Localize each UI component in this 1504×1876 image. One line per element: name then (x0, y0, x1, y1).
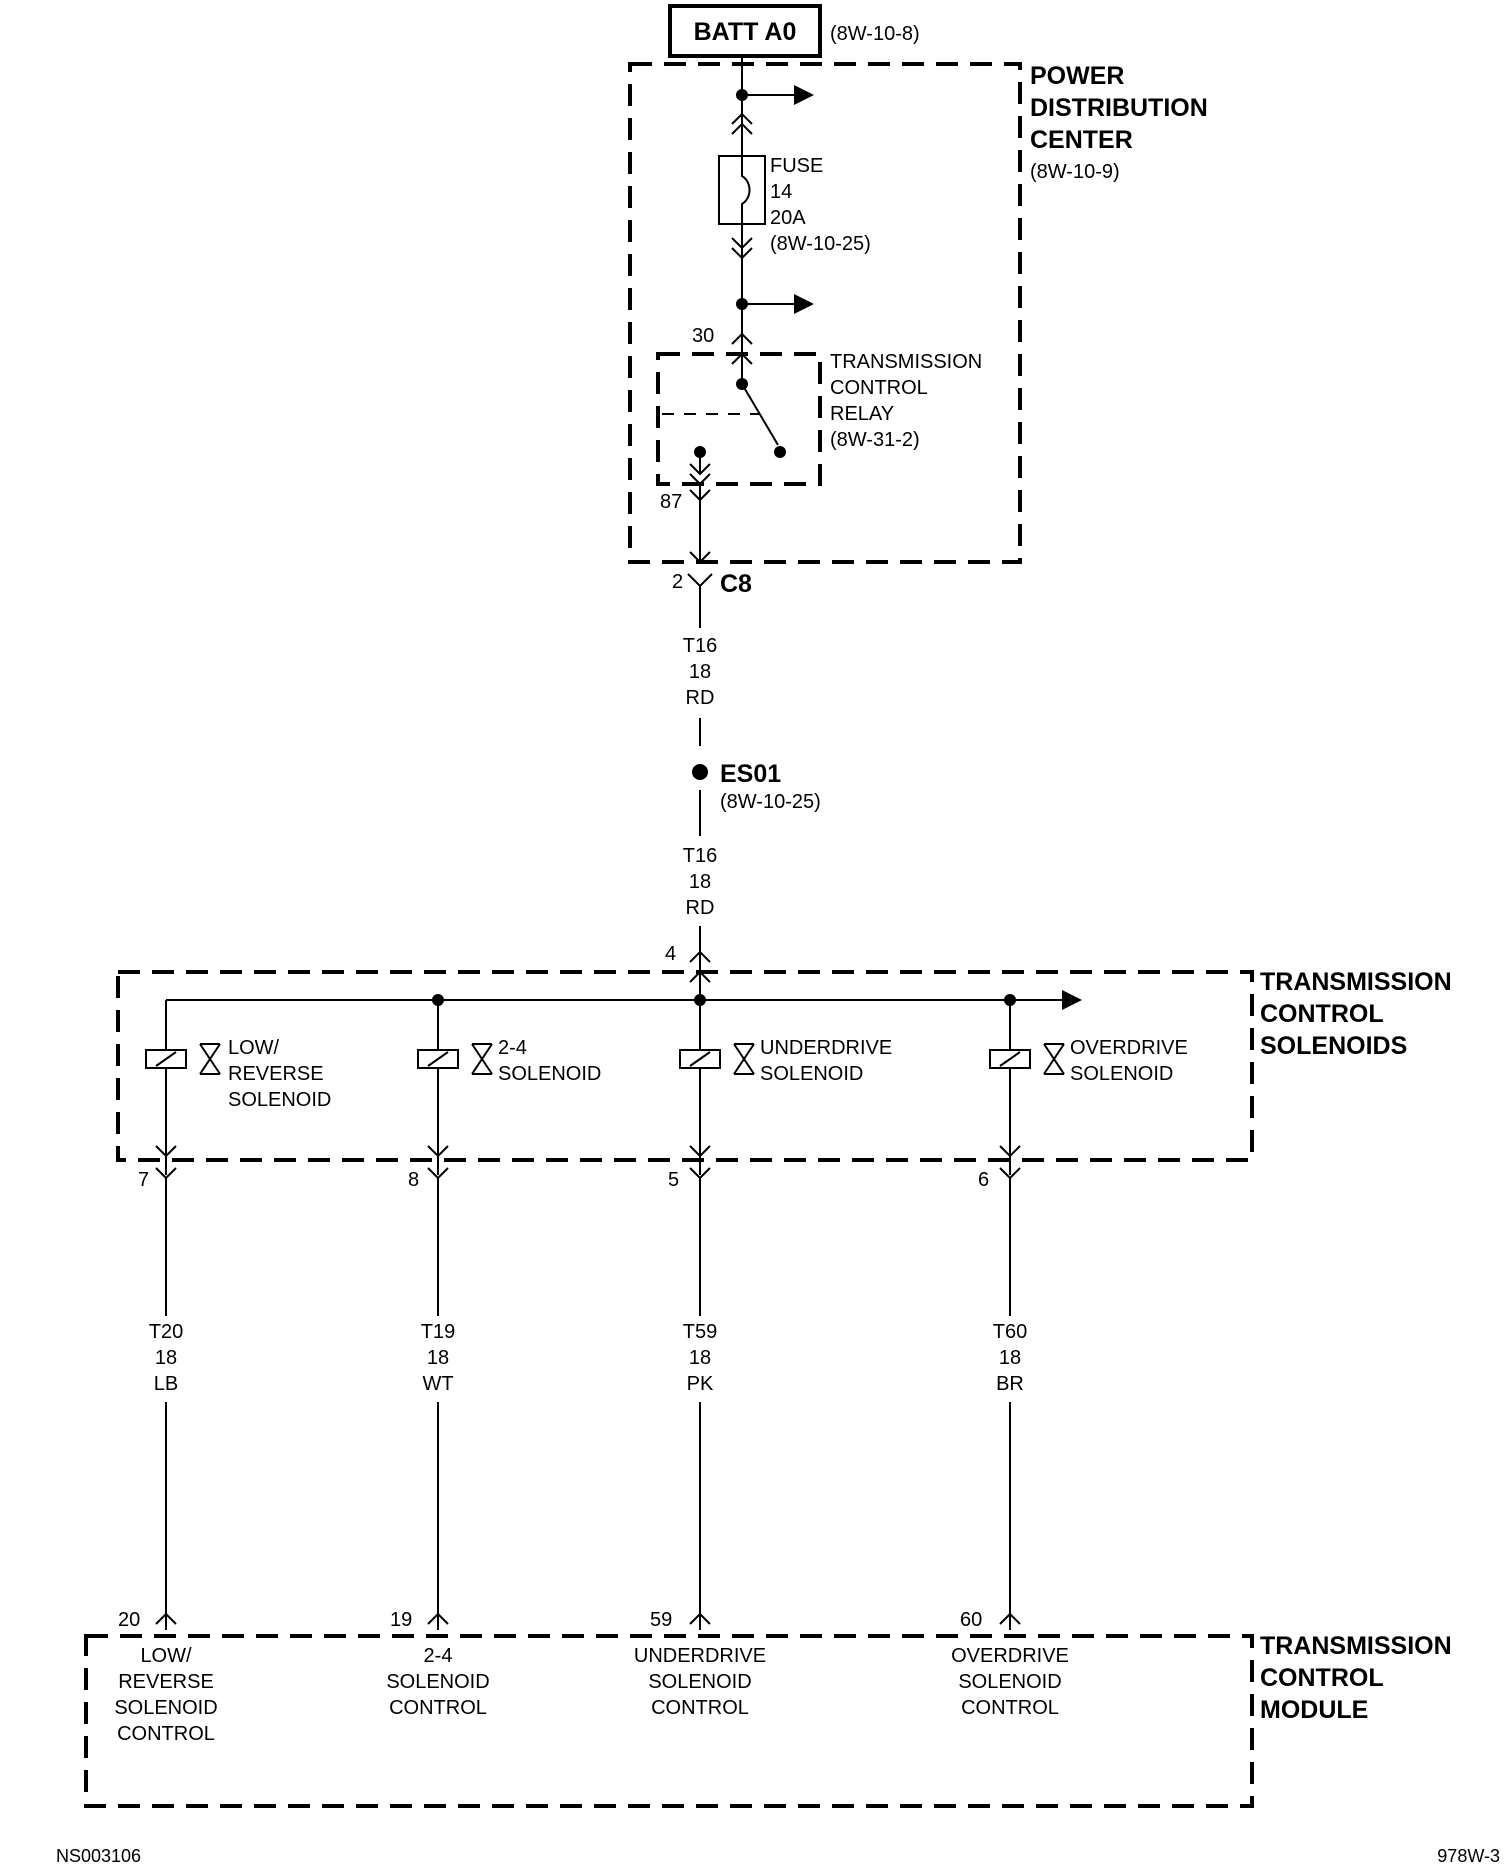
tcm-underdrive-label-2: SOLENOID (648, 1671, 751, 1693)
tcm-title-3: MODULE (1260, 1696, 1368, 1724)
tcs-title-1: TRANSMISSION (1260, 968, 1452, 996)
wire-t59: T59 18 PK (683, 1178, 717, 1630)
solenoid-overdrive-pin: 6 (978, 1169, 989, 1191)
pdc-title-3: CENTER (1030, 126, 1133, 154)
splice-name: ES01 (720, 760, 781, 788)
wire-t60: T60 18 BR (993, 1178, 1027, 1630)
tcm-2-4-label-2: SOLENOID (386, 1671, 489, 1693)
fuse-number: 14 (770, 181, 792, 203)
wire-t59-gauge: 18 (689, 1347, 711, 1369)
tcm-overdrive-label-3: CONTROL (961, 1697, 1059, 1719)
tcs-title-2: CONTROL (1260, 1000, 1384, 1028)
wire-t59-circuit: T59 (683, 1321, 717, 1343)
solenoid-low-reverse-label-2: REVERSE (228, 1063, 324, 1085)
tcm-low-reverse-label-3: SOLENOID (114, 1697, 217, 1719)
solenoid-low-reverse-label-1: LOW/ (228, 1037, 280, 1059)
relay-label-3: RELAY (830, 403, 894, 425)
fuse-rating: 20A (770, 207, 806, 229)
tcm-overdrive-label-2: SOLENOID (958, 1671, 1061, 1693)
wire-t19-color: WT (422, 1373, 453, 1395)
wire-t16-b-circuit: T16 (683, 845, 717, 867)
pdc-boundary (628, 62, 1022, 564)
solenoid-underdrive-label-2: SOLENOID (760, 1063, 863, 1085)
relay-label-2: CONTROL (830, 377, 928, 399)
solenoid-2-4-pin: 8 (408, 1169, 419, 1191)
solenoid-underdrive-label-1: UNDERDRIVE (760, 1037, 892, 1059)
solenoid-low-reverse-pin: 7 (138, 1169, 149, 1191)
battery-label: BATT A0 (694, 18, 797, 46)
wire-t16-a-circuit: T16 (683, 635, 717, 657)
splice-es01 (692, 764, 708, 780)
wire-t60-circuit: T60 (993, 1321, 1027, 1343)
tcm-boundary (84, 1634, 1254, 1808)
wire-t19-circuit: T19 (421, 1321, 455, 1343)
relay-contact-no (774, 446, 786, 458)
relay-label-1: TRANSMISSION (830, 351, 982, 373)
splice-ref: (8W-10-25) (720, 791, 821, 813)
footer-left-code: NS003106 (56, 1846, 141, 1866)
c8-pin: 2 (672, 571, 683, 593)
wire-t59-color: PK (687, 1373, 714, 1395)
tcm-underdrive-label-1: UNDERDRIVE (634, 1645, 766, 1667)
wire-t20-color: LB (154, 1373, 178, 1395)
solenoid-underdrive: UNDERDRIVE SOLENOID 5 (668, 1000, 892, 1191)
battery-box (668, 4, 822, 58)
tcm-pin-20: 20 (118, 1609, 140, 1631)
relay-output-node (694, 446, 706, 458)
wire-t16-b-color: RD (686, 897, 715, 919)
relay-pin-87: 87 (660, 491, 682, 513)
wire-t16-b-gauge: 18 (689, 871, 711, 893)
tcs-boundary (116, 970, 1254, 1162)
wire-t16-a-color: RD (686, 687, 715, 709)
solenoid-2-4-label-1: 2-4 (498, 1037, 527, 1059)
solenoid-underdrive-pin: 5 (668, 1169, 679, 1191)
solenoid-overdrive: OVERDRIVE SOLENOID 6 (978, 1000, 1188, 1191)
tcm-title-2: CONTROL (1260, 1664, 1384, 1692)
tcm-low-reverse-label-4: CONTROL (117, 1723, 215, 1745)
wire-t20-circuit: T20 (149, 1321, 183, 1343)
tcm-low-reverse-label-1: LOW/ (140, 1645, 192, 1667)
solenoid-low-reverse-label-3: SOLENOID (228, 1089, 331, 1111)
pdc-title-1: POWER (1030, 62, 1124, 90)
tcm-pin-19: 19 (390, 1609, 412, 1631)
solenoid-2-4-label-2: SOLENOID (498, 1063, 601, 1085)
wire-t19-gauge: 18 (427, 1347, 449, 1369)
wire-t60-color: BR (996, 1373, 1024, 1395)
relay-pin-30: 30 (692, 325, 714, 347)
relay-label-4: (8W-31-2) (830, 429, 920, 451)
tcm-overdrive-label-1: OVERDRIVE (951, 1645, 1069, 1667)
battery-ref: (8W-10-8) (830, 23, 920, 45)
pdc-ref: (8W-10-9) (1030, 161, 1120, 183)
solenoid-low-reverse: LOW/ REVERSE SOLENOID 7 (138, 1000, 331, 1191)
tcm-title-1: TRANSMISSION (1260, 1632, 1452, 1660)
tcm-pin-60: 60 (960, 1609, 982, 1631)
wire-t19: T19 18 WT (421, 1178, 455, 1630)
relay-boundary (656, 352, 822, 486)
solenoid-2-4: 2-4 SOLENOID 8 (408, 1000, 601, 1191)
tcs-title-3: SOLENOIDS (1260, 1032, 1407, 1060)
tcm-pin-59: 59 (650, 1609, 672, 1631)
c8-label: C8 (720, 570, 752, 598)
fuse-label: FUSE (770, 155, 823, 177)
wire-t20-gauge: 18 (155, 1347, 177, 1369)
solenoid-overdrive-label-1: OVERDRIVE (1070, 1037, 1188, 1059)
tcm-underdrive-label-3: CONTROL (651, 1697, 749, 1719)
footer-right-code: 978W-3 (1437, 1846, 1500, 1866)
wire-t16-a-gauge: 18 (689, 661, 711, 683)
fuse-ref: (8W-10-25) (770, 233, 871, 255)
tcm-2-4-label-3: CONTROL (389, 1697, 487, 1719)
tcm-2-4-label-1: 2-4 (424, 1645, 453, 1667)
tcs-pin-4: 4 (665, 943, 676, 965)
wire-t60-gauge: 18 (999, 1347, 1021, 1369)
tcm-low-reverse-label-2: REVERSE (118, 1671, 214, 1693)
wire-t20: T20 18 LB (149, 1178, 183, 1630)
solenoid-overdrive-label-2: SOLENOID (1070, 1063, 1173, 1085)
pdc-title-2: DISTRIBUTION (1030, 94, 1208, 122)
